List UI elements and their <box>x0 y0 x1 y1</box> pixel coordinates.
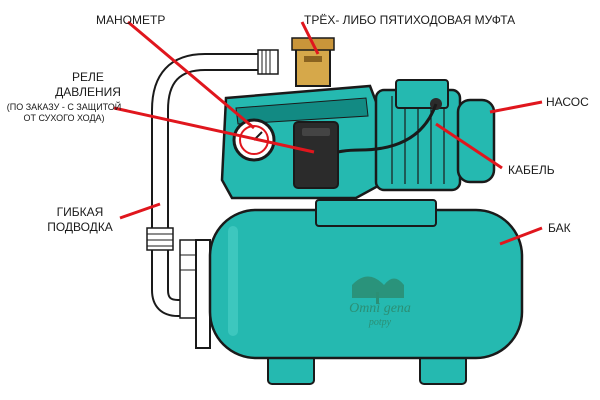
leader-lines <box>113 20 543 246</box>
label-relay-note-line2: ОТ СУХОГО ХОДА) <box>23 113 105 123</box>
label-cable: КАБЕЛЬ <box>508 163 555 177</box>
label-relay-note: (ПО ЗАКАЗУ - С ЗАЩИТОЙ ОТ СУХОГО ХОДА) <box>2 102 126 124</box>
leader-hose <box>119 202 161 220</box>
label-relay-line1: РЕЛЕ <box>72 70 104 84</box>
logo <box>352 276 404 304</box>
leader-pump <box>489 100 543 114</box>
label-relay-note-line1: (ПО ЗАКАЗУ - С ЗАЩИТОЙ <box>6 102 122 112</box>
label-hose: ГИБКАЯ ПОДВОДКА <box>38 205 122 235</box>
pressure-relay <box>293 121 339 189</box>
label-tank: БАК <box>548 221 571 235</box>
label-hose-line2: ПОДВОДКА <box>47 220 113 234</box>
label-hose-line1: ГИБКАЯ <box>56 205 104 219</box>
label-coupling: ТРЁХ- ЛИБО ПЯТИХОДОВАЯ МУФТА <box>304 13 516 27</box>
leader-coupling <box>300 21 320 55</box>
flexible-hose <box>146 49 279 319</box>
logo-line1: Omni gena <box>349 301 411 316</box>
leader-tank <box>499 226 543 246</box>
leader-manometer <box>127 20 255 130</box>
logo-line2: potpy <box>368 317 392 328</box>
label-manometer: МАНОМЕТР <box>96 13 166 27</box>
leader-relay <box>113 106 315 154</box>
logo-text: Omni gena potpy <box>330 302 430 330</box>
pump <box>220 79 496 200</box>
label-relay-line2: ДАВЛЕНИЯ <box>55 85 121 99</box>
leader-cable <box>435 122 503 170</box>
label-pump: НАСОС <box>546 95 589 109</box>
label-relay: РЕЛЕ ДАВЛЕНИЯ <box>38 70 138 100</box>
